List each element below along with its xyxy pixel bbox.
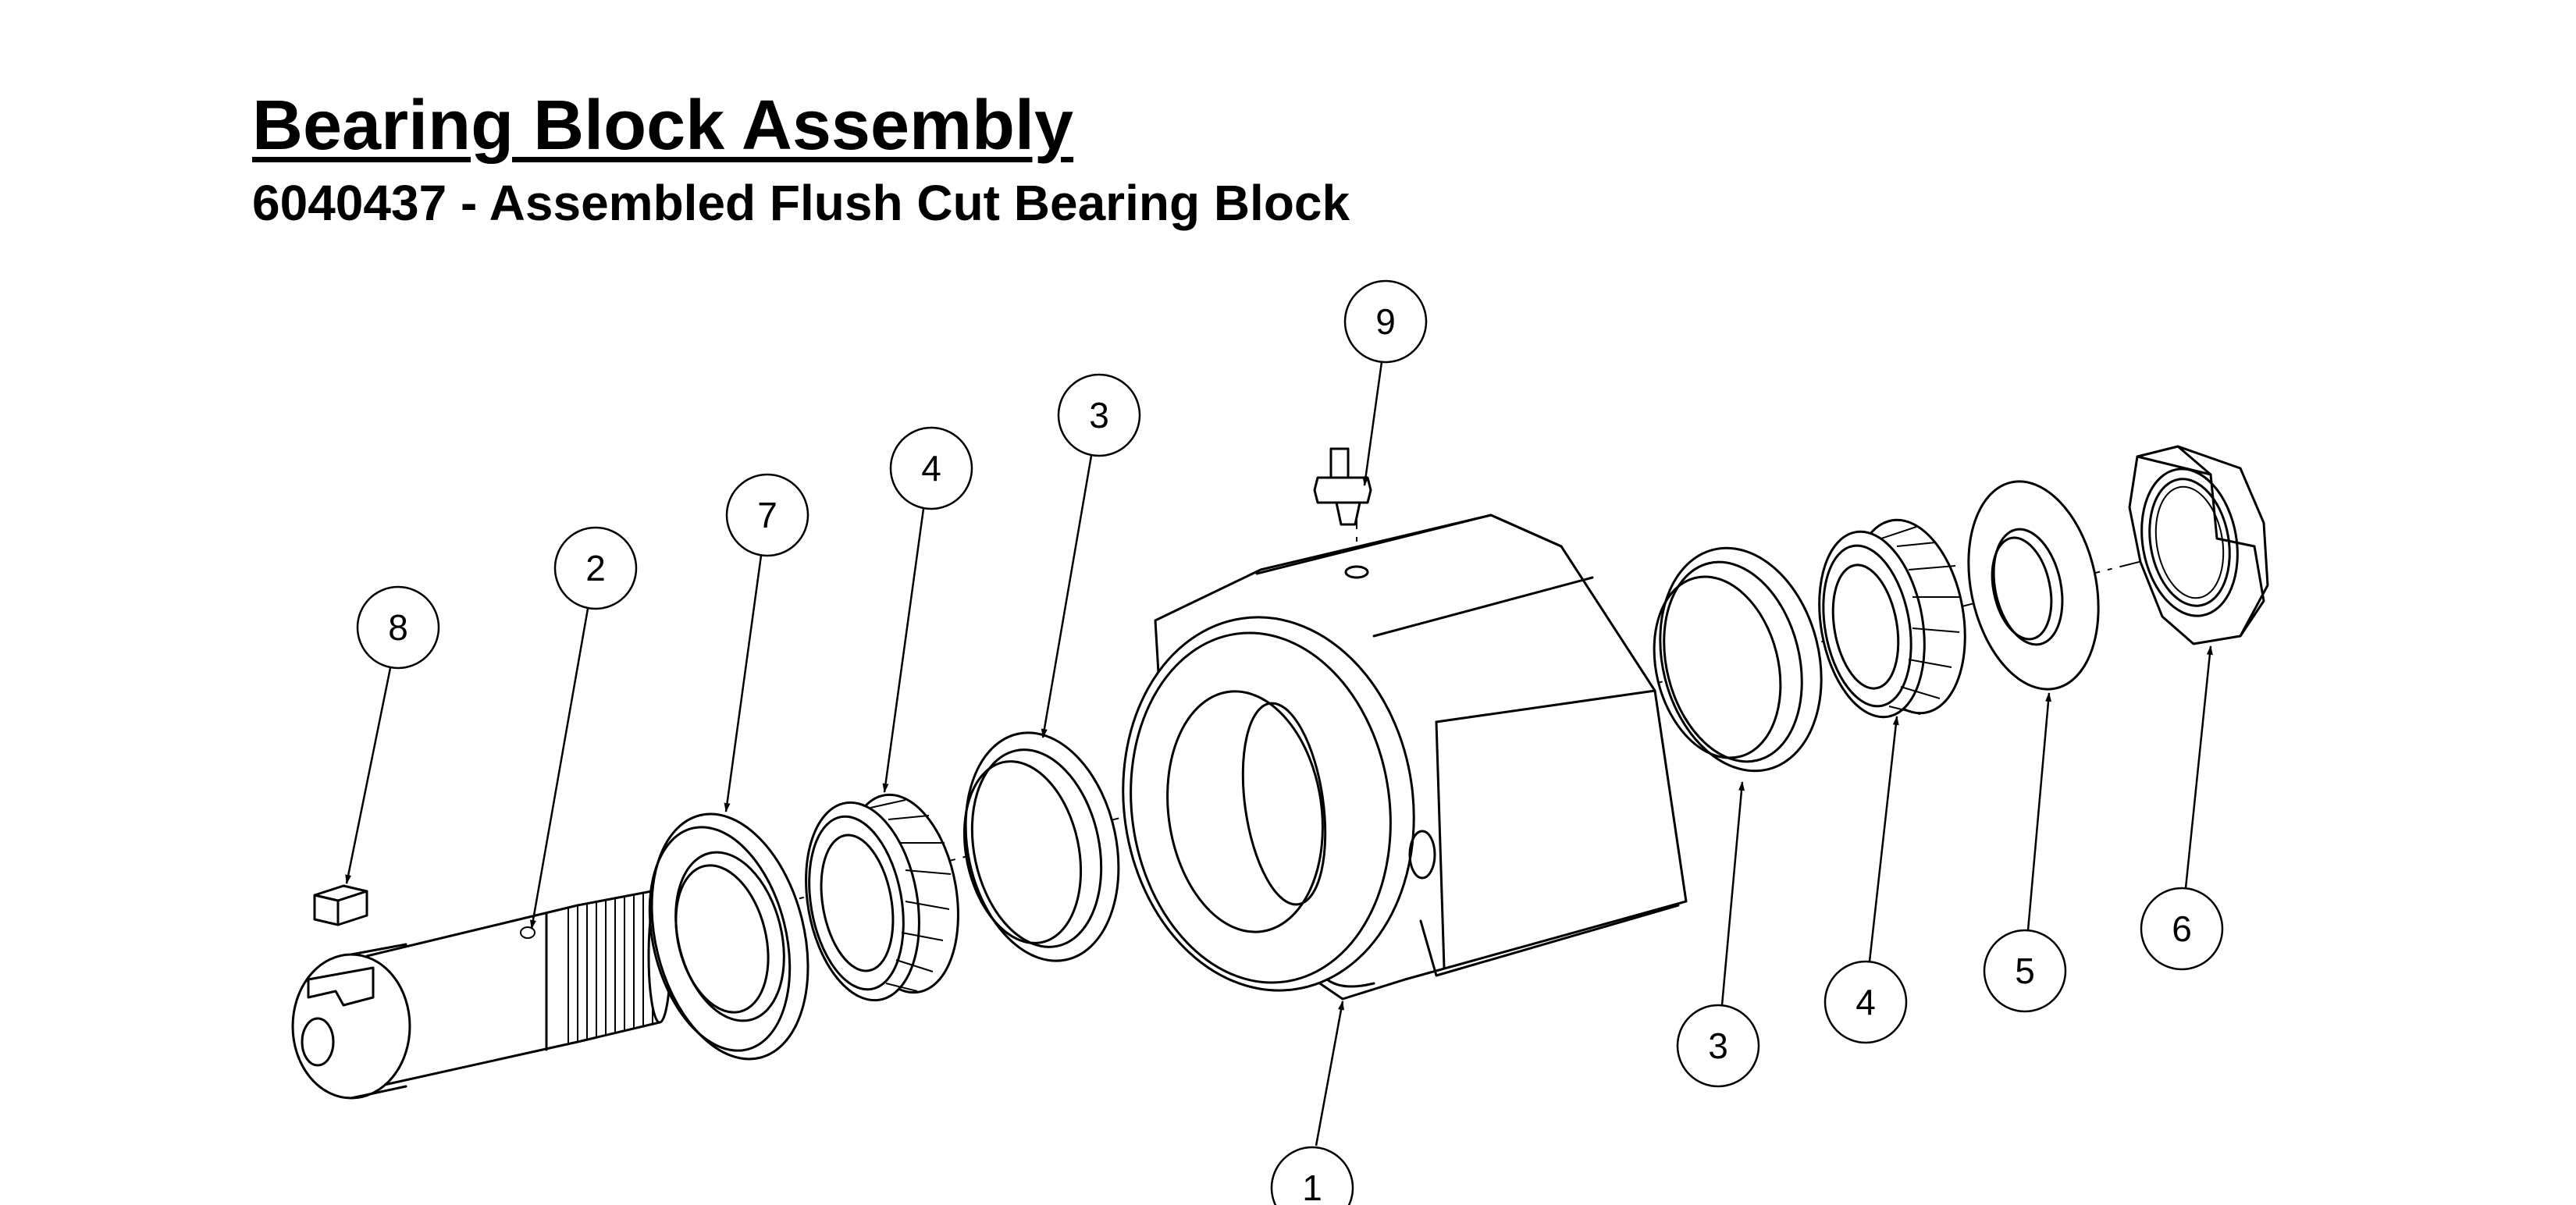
balloon-4-left: 4 (882, 426, 973, 793)
balloon-5: 5 (1983, 692, 2067, 1013)
balloon-4-right-label: 4 (1856, 982, 1876, 1022)
hex-nut-part (2128, 445, 2269, 645)
balloon-3-left-label: 3 (1089, 395, 1109, 435)
balloon-9: 9 (1343, 279, 1428, 486)
balloon-6-label: 6 (2172, 908, 2192, 949)
key-part (313, 884, 368, 926)
bearing-cup-left (962, 731, 1120, 962)
cone-bearing-left (805, 793, 959, 1002)
balloon-3-left: 3 (1041, 373, 1141, 738)
balloon-6: 6 (2140, 645, 2224, 971)
balloon-4-right: 4 (1823, 716, 1908, 1044)
bearing-cup-right (1653, 546, 1823, 773)
cone-bearing-right (1818, 518, 1966, 719)
bearing-block-housing (1122, 514, 1688, 1001)
balloon-2-label: 2 (585, 548, 606, 588)
page-subtitle: 6040437 - Assembled Flush Cut Bearing Bl… (252, 175, 1350, 231)
balloon-2: 2 (529, 526, 638, 930)
balloon-9-label: 9 (1375, 301, 1396, 342)
balloon-7-label: 7 (757, 495, 777, 535)
page-title: Bearing Block Assembly (252, 87, 1074, 165)
balloon-8-label: 8 (388, 607, 408, 648)
grease-fitting-part (1313, 447, 1372, 526)
balloon-7: 7 (724, 473, 809, 812)
seal-part (648, 812, 809, 1061)
balloon-4-left-label: 4 (921, 448, 941, 489)
balloon-3-right: 3 (1676, 781, 1760, 1088)
balloon-1-label: 1 (1302, 1168, 1322, 1205)
balloon-8: 8 (345, 585, 440, 884)
balloon-3-right-label: 3 (1708, 1025, 1728, 1066)
balloon-1: 1 (1270, 1001, 1354, 1205)
balloon-5-label: 5 (2015, 951, 2035, 991)
washer-part (1967, 480, 2100, 691)
